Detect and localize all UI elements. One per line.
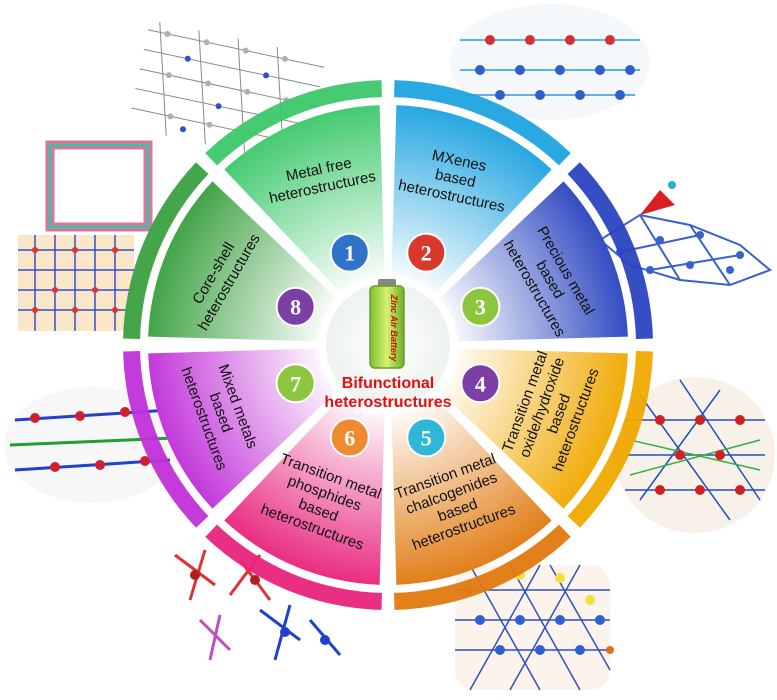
segment-rim-5 <box>394 524 571 610</box>
number-badge-text-2: 2 <box>421 241 432 266</box>
crystal-illustration-right-hex <box>615 377 775 533</box>
crystal-illustration-bottom-right <box>455 564 614 691</box>
crystal-illustration-left-grid <box>18 235 134 331</box>
number-badge-text-6: 6 <box>344 425 355 450</box>
number-badge-8 <box>275 286 316 327</box>
segment-rim-6 <box>205 524 382 610</box>
number-badge-text-5: 5 <box>421 425 432 450</box>
segment-rim-4 <box>567 351 653 528</box>
crystal-illustration-right-graphene <box>598 181 772 287</box>
segment-rim-1 <box>205 80 382 166</box>
battery-label: Zinc Air Battery <box>389 294 399 363</box>
number-badge-3 <box>460 286 501 327</box>
number-badge-7 <box>275 363 316 404</box>
number-badge-text-1: 1 <box>344 241 355 266</box>
center-title-line2: heterostructures <box>324 394 451 411</box>
segment-rim-7 <box>123 351 209 528</box>
battery-icon: Zinc Air Battery <box>369 279 405 369</box>
crystal-illustration-bottom-left <box>174 549 342 661</box>
segment-rim-2 <box>394 80 571 166</box>
segment-rim-3 <box>567 162 653 339</box>
number-badge-text-8: 8 <box>290 295 301 320</box>
number-badge-text-4: 4 <box>475 371 486 396</box>
number-badge-5 <box>406 417 447 458</box>
number-badge-2 <box>406 232 447 273</box>
segment-rim-8 <box>123 162 209 339</box>
center-title-line1: Bifunctional <box>342 375 434 392</box>
number-badge-6 <box>329 417 370 458</box>
crystal-illustration-top-right <box>450 4 650 120</box>
number-badge-text-3: 3 <box>475 295 486 320</box>
crystal-illustration-left-square <box>45 140 153 232</box>
number-badge-1 <box>329 232 370 273</box>
number-badge-4 <box>460 363 501 404</box>
number-badges: 1 2 3 4 5 6 7 8 <box>275 232 501 458</box>
number-badge-text-7: 7 <box>290 371 301 396</box>
